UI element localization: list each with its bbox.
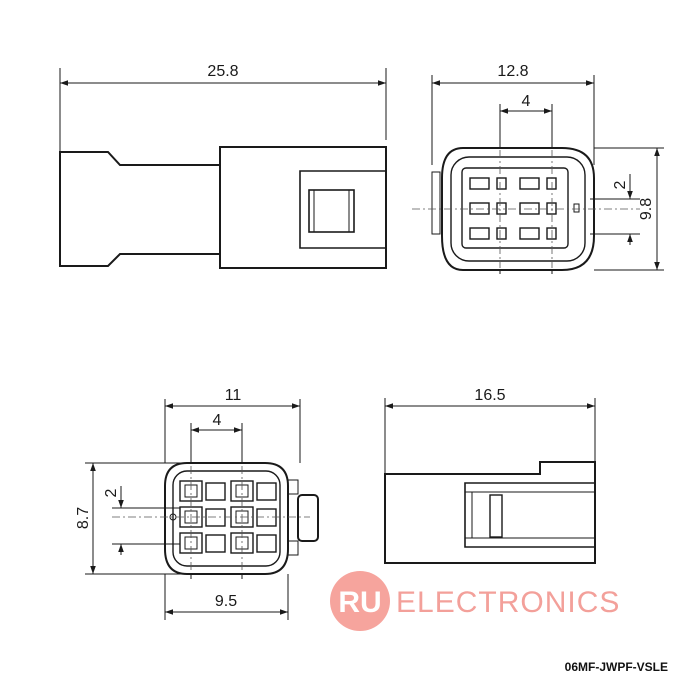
top-view: 16.5 — [384, 387, 596, 564]
side-view-housing — [219, 146, 387, 269]
part-number-label: 06MF-JWPF-VSLE — [565, 660, 668, 674]
top-view-latch — [464, 482, 595, 548]
front-view-width-label: 12.8 — [497, 63, 528, 80]
watermark-badge — [330, 571, 390, 631]
watermark-badge-text: RU — [338, 586, 381, 619]
side-view: 25.8 — [59, 63, 387, 269]
watermark-logo: RU ELECTRONICS — [330, 571, 620, 631]
top-view-lock-window — [489, 494, 503, 538]
front-view-cavity-block — [461, 167, 569, 249]
rear-view: 11 4 — [75, 387, 319, 620]
rear-view-height-label: 8.7 — [75, 507, 92, 529]
rear-view-width-label: 11 — [225, 387, 242, 404]
front-view-row-pitch-label: 2 — [612, 180, 629, 189]
front-view: 12.8 4 2 — [412, 63, 664, 274]
rear-view-inner-shell — [172, 470, 281, 567]
top-view-length-label: 16.5 — [474, 387, 505, 404]
watermark-word: ELECTRONICS — [396, 586, 620, 619]
front-view-pitch-label: 4 — [522, 93, 531, 110]
rear-view-latch — [297, 494, 319, 542]
front-view-height-label: 9.8 — [638, 198, 655, 220]
rear-view-row-pitch-label: 2 — [103, 488, 120, 497]
side-view-latch — [299, 170, 386, 249]
front-view-cavities — [469, 177, 557, 240]
rear-view-pitch-label: 4 — [213, 412, 222, 429]
side-view-length-label: 25.8 — [207, 63, 238, 80]
rear-view-inner-width-label: 9.5 — [215, 593, 237, 610]
side-view-cable-end — [59, 151, 221, 267]
side-view-lock-window — [308, 189, 355, 233]
